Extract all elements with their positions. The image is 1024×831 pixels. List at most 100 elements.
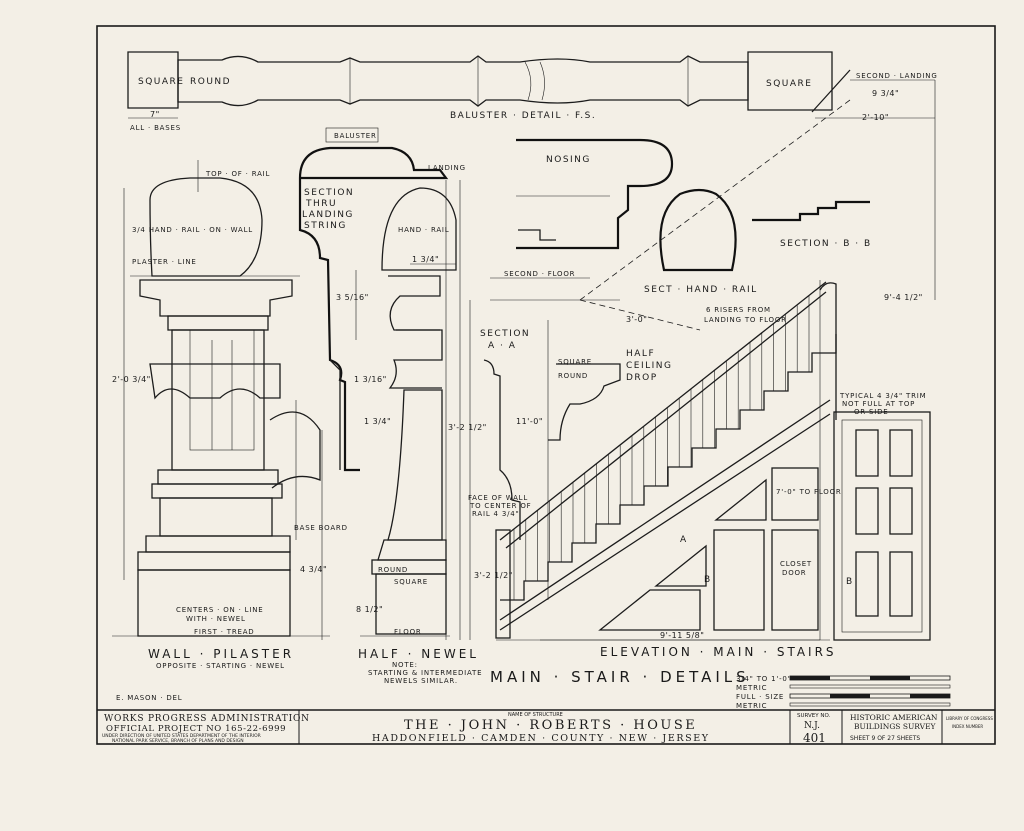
pilaster-centers-line-2: WITH · NEWEL [186, 615, 246, 623]
pilaster-dim-base: 4 3/4" [300, 565, 327, 574]
section-aa-drawing: SECOND · FLOOR 3'-0" SECTION A · A 11'-0… [469, 270, 647, 640]
newel-dim-base: 8 1/2" [356, 605, 383, 614]
drafter-credit: E. MASON · DEL [116, 694, 182, 702]
newel-square-label: SQUARE [394, 578, 428, 586]
section-mark-a: A [680, 535, 688, 545]
elevation-dim-run-total: 9'-11 5/8" [660, 631, 704, 640]
section-aa-title-2: A · A [488, 341, 516, 351]
stair-balusters [513, 295, 810, 600]
closet-door-label-1: CLOSET [780, 560, 812, 568]
section-thru-dim-b: 1 3/16" [354, 375, 387, 384]
tb-location: HADDONFIELD · CAMDEN · COUNTY · NEW · JE… [372, 733, 710, 744]
pilaster-first-tread: FIRST · TREAD [194, 628, 255, 636]
tb-survey-label: SURVEY NO. [797, 713, 831, 719]
half-ceiling-title-3: DROP [626, 373, 658, 383]
baluster-detail-title: BALUSTER · DETAIL · F.S. [450, 111, 596, 121]
tb-library-2: INDEX NUMBER [952, 724, 983, 729]
sect-hand-rail-title: SECT · HAND · RAIL [644, 285, 758, 295]
section-thru-title-4: STRING [304, 221, 347, 231]
half-ceiling-title-1: HALF [626, 349, 655, 359]
landing-dim-a: 9 3/4" [872, 89, 899, 98]
elevation-dim-door: 7'-0" TO FLOOR [776, 488, 842, 496]
sect-hand-rail-drawing: SECT · HAND · RAIL [644, 188, 758, 295]
section-thru-title-2: THRU [305, 199, 337, 209]
tb-survey-state: N.J. [804, 721, 820, 731]
scale-label-1: 3/4" TO 1'-0" [736, 675, 792, 683]
baluster-all-bases-label: ALL · BASES [130, 124, 181, 132]
scale-label-4: METRIC [736, 702, 767, 710]
landing-dim-b: 2'-10" [862, 113, 889, 122]
main-stair-details-title: MAIN · STAIR · DETAILS [490, 668, 750, 686]
tb-habs-1: HISTORIC AMERICAN [850, 713, 938, 722]
baluster-dim-seven: 7" [150, 110, 160, 119]
elevation-title: ELEVATION · MAIN · STAIRS [600, 645, 837, 659]
half-ceiling-title-2: CEILING [626, 361, 673, 371]
section-aa-title-1: SECTION [480, 329, 530, 339]
half-ceiling-drop-drawing: SQUARE ROUND HALF CEILING DROP [548, 349, 673, 441]
half-newel-drawing: HAND · RAIL 1 3/4" 3'-2 1/2" ROUND SQUAR… [356, 180, 487, 685]
newel-hand-rail-label: HAND · RAIL [398, 226, 450, 234]
newel-floor-label: FLOOR [394, 628, 422, 636]
tb-agency-2: OFFICIAL PROJECT NO 165-22-6999 [106, 724, 286, 734]
half-ceiling-round: ROUND [558, 372, 588, 380]
section-thru-baluster-label: BALUSTER [334, 132, 377, 140]
tb-habs-2: BUILDINGS SURVEY [854, 722, 937, 731]
baluster-square-right-label: SQUARE [766, 79, 812, 89]
face-of-wall-3: RAIL 4 3/4" [472, 510, 520, 518]
title-block: WORKS PROGRESS ADMINISTRATION OFFICIAL P… [97, 709, 995, 745]
newel-round-label: ROUND [378, 566, 408, 574]
sheet-border [96, 25, 996, 745]
pilaster-dim-height: 2'-0 3/4" [112, 375, 151, 384]
risers-note-2: LANDING TO FLOOR [704, 316, 787, 324]
pilaster-centers-line-1: CENTERS · ON · LINE [176, 606, 263, 614]
tb-agency-1: WORKS PROGRESS ADMINISTRATION [104, 714, 310, 724]
tb-library-1: LIBRARY OF CONGRESS [946, 716, 993, 721]
newel-dim-height: 3'-2 1/2" [448, 423, 487, 432]
scale-label-2: METRIC [736, 684, 767, 692]
nosing-title: NOSING [546, 155, 591, 165]
tb-structure-name: THE · JOHN · ROBERTS · HOUSE [404, 718, 697, 733]
section-mark-b-1: B [704, 575, 712, 585]
pilaster-base-board: BASE BOARD [294, 524, 348, 532]
pilaster-top-of-rail: TOP · OF · RAIL [205, 170, 270, 178]
section-aa-dim-height: 11'-0" [516, 417, 543, 426]
baluster-square-left-label: SQUARE [138, 77, 184, 87]
wall-pilaster-drawing: TOP · OF · RAIL 3/4 HAND · RAIL · ON · W… [112, 160, 348, 670]
wall-pilaster-subtitle: OPPOSITE · STARTING · NEWEL [156, 662, 285, 670]
section-thru-dim-a: 3 5/16" [336, 293, 369, 302]
section-thru-title-1: SECTION [304, 188, 354, 198]
newel-dim-top: 1 3/4" [412, 255, 439, 264]
tb-agency-3: UNDER DIRECTION OF UNITED STATES DEPARTM… [102, 733, 261, 739]
section-aa-second-floor: SECOND · FLOOR [504, 270, 575, 278]
tb-agency-4: NATIONAL PARK SERVICE, BRANCH OF PLANS A… [112, 738, 244, 744]
section-bb-title: SECTION · B · B [780, 239, 872, 249]
pilaster-plaster-line: PLASTER · LINE [132, 258, 197, 266]
tb-survey-number: 401 [803, 731, 826, 745]
section-thru-title-3: LANDING [302, 210, 354, 220]
tb-name-label: NAME OF STRUCTURE [508, 712, 563, 718]
elevation-main-stairs: 6 RISERS FROM LANDING TO FLOOR TYPICAL 4… [468, 280, 931, 659]
typical-trim-2: NOT FULL AT TOP [842, 400, 915, 408]
scale-bars: 3/4" TO 1'-0" METRIC FULL · SIZE METRIC [736, 675, 951, 710]
section-thru-landing-string: BALUSTER LANDING SECTION THRU LANDING ST… [298, 127, 466, 472]
face-of-wall-2: TO CENTER OF [469, 502, 531, 510]
nosing-drawing: NOSING [516, 138, 674, 250]
section-thru-landing-label: LANDING [428, 164, 466, 172]
face-of-wall-1: FACE OF WALL [468, 494, 528, 502]
half-newel-title: HALF · NEWEL [358, 647, 479, 661]
section-aa-dim-run: 3'-0" [626, 315, 647, 324]
baluster-detail: SQUARE ROUND SQUARE 7" ALL · BASES BALUS… [127, 51, 851, 132]
second-landing-dims: SECOND · LANDING 9 3/4" 2'-10" [815, 72, 938, 300]
second-landing-label: SECOND · LANDING [856, 72, 938, 80]
elevation-dim-riser: 3'-2 1/2" [474, 571, 513, 580]
section-bb-drawing: SECTION · B · B [752, 200, 872, 249]
closet-door-label-2: DOOR [782, 569, 806, 577]
tb-sheet: SHEET 9 OF 27 SHEETS [850, 735, 920, 742]
stair-sight-line [579, 99, 851, 301]
section-mark-b-2: B [846, 577, 854, 587]
half-newel-note-1: NOTE: [392, 661, 418, 669]
risers-note-1: 6 RISERS FROM [706, 306, 771, 314]
typical-trim-1: TYPICAL 4 3/4" TRIM [839, 392, 926, 400]
scale-label-3: FULL · SIZE [736, 693, 784, 701]
